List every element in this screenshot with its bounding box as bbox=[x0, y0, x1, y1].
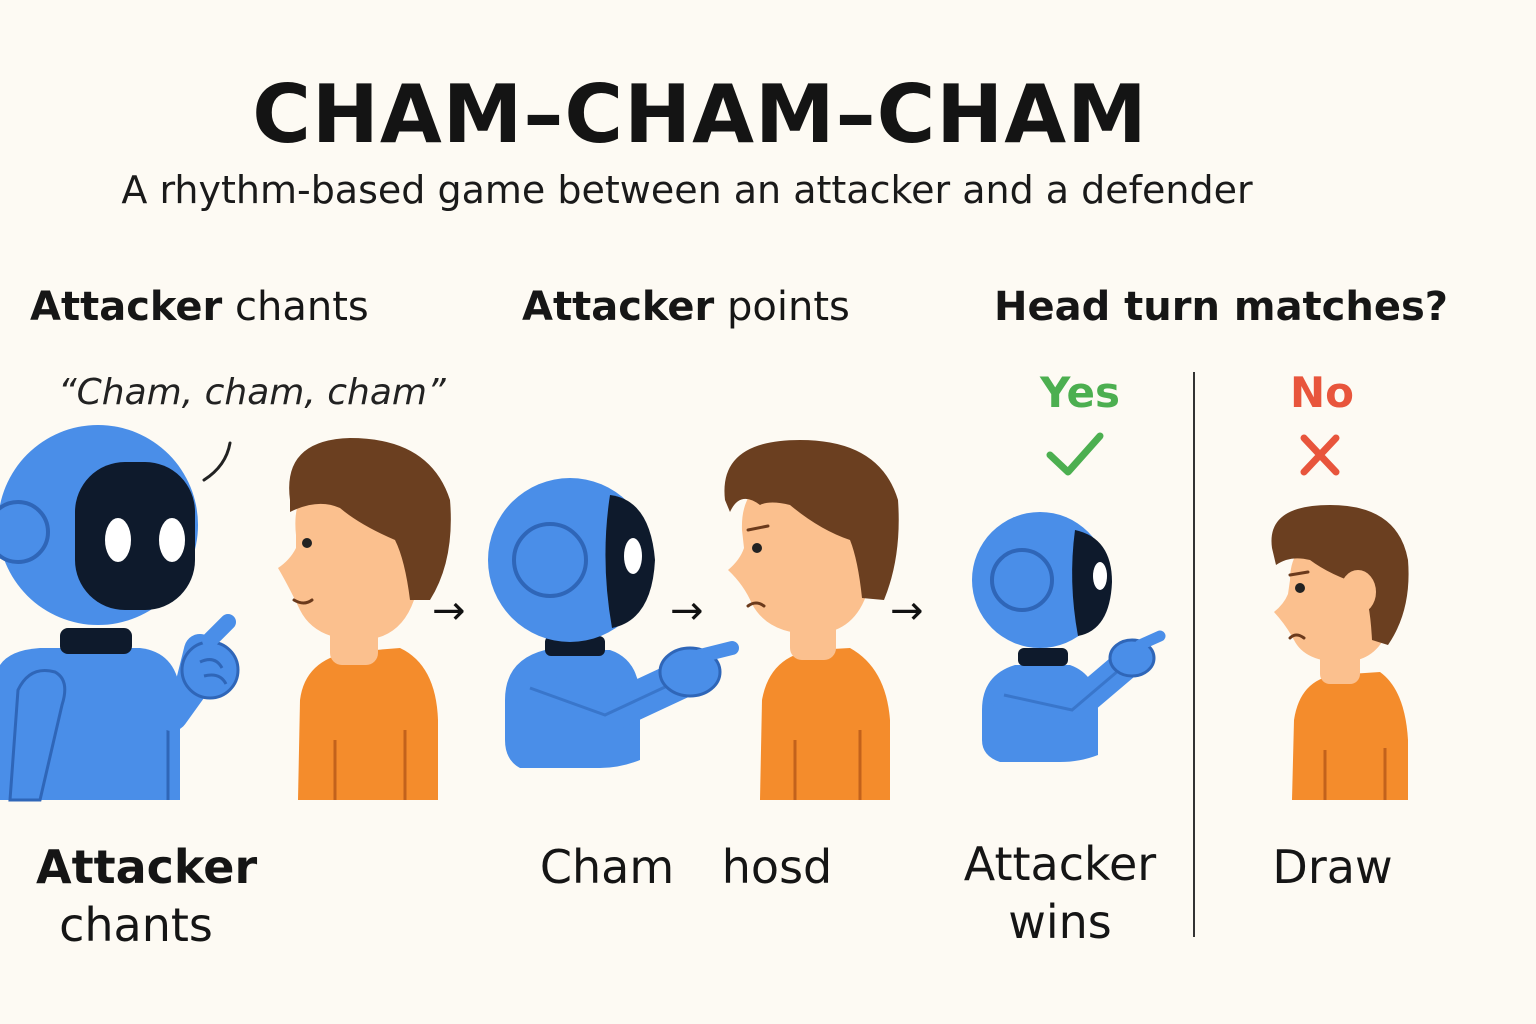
step2-heading-rest: points bbox=[714, 284, 850, 330]
step2-heading-bold: Attacker bbox=[522, 284, 715, 330]
caption-step2-right: hosd bbox=[721, 840, 833, 894]
person-defender-2 bbox=[724, 440, 899, 800]
step1-heading: Attacker chants bbox=[30, 284, 369, 330]
caption-step1: Attacker chants bbox=[36, 838, 257, 954]
robot-attacker-2 bbox=[488, 478, 739, 768]
arrow-step2-to-step3: → bbox=[890, 588, 924, 634]
cross-icon bbox=[1300, 434, 1340, 476]
page-subtitle: A rhythm-based game between an attacker … bbox=[121, 168, 1253, 212]
person-defender-1 bbox=[278, 438, 451, 800]
step1-heading-rest: chants bbox=[222, 284, 369, 330]
caption-step2-left: Cham bbox=[539, 840, 675, 894]
caption-yes: Attacker wins bbox=[960, 835, 1160, 951]
caption-step1-line2: chants bbox=[59, 898, 213, 952]
check-icon bbox=[1046, 432, 1104, 476]
caption-yes-line2: wins bbox=[1008, 895, 1112, 949]
robot-attacker-1 bbox=[0, 425, 240, 802]
page-title: CHAM–CHAM–CHAM bbox=[252, 68, 1148, 161]
caption-step1-line1: Attacker bbox=[36, 840, 258, 894]
step1-heading-bold: Attacker bbox=[30, 284, 223, 330]
step2-heading: Attacker points bbox=[522, 284, 850, 330]
robot-attacker-3 bbox=[972, 512, 1166, 762]
caption-no: Draw bbox=[1272, 840, 1393, 894]
arrow-robot-to-person: → bbox=[670, 588, 704, 634]
caption-yes-line1: Attacker bbox=[963, 837, 1157, 891]
speech-tail bbox=[202, 441, 232, 482]
arrow-step1-to-step2: → bbox=[432, 588, 466, 634]
no-label: No bbox=[1290, 368, 1355, 417]
person-defender-3 bbox=[1271, 505, 1409, 800]
step3-heading-bold: Head turn matches? bbox=[994, 284, 1449, 330]
speech-text: “Cham, cham, cham” bbox=[58, 372, 446, 413]
yes-label: Yes bbox=[1040, 368, 1121, 417]
step3-heading: Head turn matches? bbox=[994, 284, 1448, 330]
